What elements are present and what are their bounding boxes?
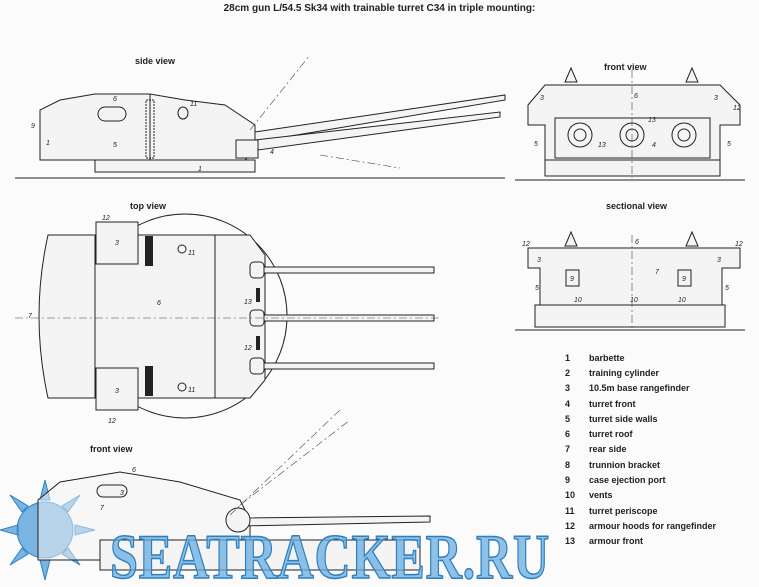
- watermark-text: SEATRACKER.RU: [110, 521, 550, 587]
- legend-item: 10 vents: [565, 488, 716, 503]
- legend-item: 6 turret roof: [565, 426, 716, 441]
- callout-12: 12: [735, 241, 743, 248]
- callout-9: 9: [682, 276, 686, 283]
- legend-item: 5 turret side walls: [565, 411, 716, 426]
- legend-text: armour hoods for rangefinder: [589, 520, 717, 531]
- legend-text: 10.5m base rangefinder: [589, 383, 690, 394]
- legend-text: armour front: [589, 536, 643, 547]
- front-view-label: front view: [604, 62, 647, 72]
- callout-6: 6: [634, 93, 638, 100]
- callout-9: 9: [31, 123, 35, 130]
- callout-12: 12: [244, 345, 252, 352]
- callout-1: 1: [46, 140, 50, 147]
- legend-item: 12 armour hoods for rangefinder: [565, 518, 716, 533]
- legend-number: 10: [565, 490, 576, 501]
- callout-12: 12: [733, 105, 741, 112]
- callout-12: 12: [522, 241, 530, 248]
- callout-10: 10: [630, 297, 638, 304]
- legend-text: turret side walls: [589, 413, 658, 424]
- top-view-label: top view: [130, 201, 167, 211]
- legend-number: 1: [565, 352, 571, 363]
- callout-5: 5: [113, 142, 117, 149]
- callout-7: 7: [100, 505, 105, 512]
- legend-number: 4: [565, 398, 571, 409]
- legend-number: 8: [565, 459, 571, 470]
- callout-5: 5: [725, 285, 729, 292]
- callout-10: 10: [574, 297, 582, 304]
- legend-item: 3 10.5m base rangefinder: [565, 381, 716, 396]
- top-view-drawing: 12 3 11 6 7 13 12 3 11 12: [15, 213, 440, 425]
- parts-legend: 1 barbette 2 training cylinder 3 10.5m base r…: [565, 350, 716, 549]
- legend-text: training cylinder: [589, 367, 660, 378]
- legend-number: 7: [565, 444, 571, 455]
- callout-11: 11: [188, 250, 195, 257]
- legend-text: case ejection port: [589, 475, 666, 486]
- callout-6: 6: [132, 467, 136, 474]
- callout-7: 7: [28, 313, 33, 320]
- side-view-label: side view: [135, 56, 176, 66]
- legend-number: 5: [565, 413, 571, 424]
- legend-item: 2 training cylinder: [565, 365, 716, 380]
- front-view-drawing: 3 6 3 12 13 5 13 4 5: [515, 66, 745, 181]
- legend-number: 11: [565, 505, 575, 516]
- callout-3: 3: [717, 257, 721, 264]
- sectional-view-label: sectional view: [606, 201, 668, 211]
- callout-5: 5: [727, 141, 731, 148]
- legend-item: 1 barbette: [565, 350, 716, 365]
- legend-text: turret front: [589, 398, 636, 409]
- callout-7: 7: [655, 269, 660, 276]
- callout-13: 13: [648, 117, 656, 124]
- legend-text: vents: [589, 490, 613, 501]
- legend-item: 13 armour front: [565, 534, 716, 549]
- legend-number: 13: [565, 536, 576, 547]
- legend-text: barbette: [589, 352, 625, 363]
- legend-item: 11 turret periscope: [565, 503, 716, 518]
- callout-10: 10: [678, 297, 686, 304]
- callout-9: 9: [570, 276, 574, 283]
- callout-3: 3: [540, 95, 544, 102]
- legend-text: rear side: [589, 444, 627, 455]
- legend-number: 9: [565, 475, 571, 486]
- callout-1b: 1: [198, 166, 202, 173]
- callout-4: 4: [270, 149, 274, 156]
- callout-6: 6: [635, 239, 639, 246]
- callout-12: 12: [102, 215, 110, 222]
- sectional-view-drawing: 12 6 12 3 3 7 9 9 5 5 10 10 10: [515, 230, 745, 331]
- legend-text: turret periscope: [589, 505, 658, 516]
- legend-item: 7 rear side: [565, 442, 716, 457]
- side-view-drawing: 6 11 9 1 5 4 1: [15, 54, 506, 179]
- legend-number: 3: [565, 383, 571, 394]
- callout-6: 6: [157, 300, 161, 307]
- front-view-bottom-label: front view: [90, 444, 133, 454]
- callout-13: 13: [244, 299, 252, 306]
- front-view-bottom-drawing: 6 3 7: [37, 409, 431, 571]
- callout-11: 11: [188, 387, 195, 394]
- legend-number: 12: [565, 520, 576, 531]
- legend-number: 6: [565, 429, 571, 440]
- callout-3: 3: [115, 240, 119, 247]
- callout-3: 3: [120, 490, 124, 497]
- page-title: 28cm gun L/54.5 Sk34 with trainable turr…: [223, 3, 536, 14]
- callout-12: 12: [108, 418, 116, 425]
- callout-11: 11: [190, 101, 197, 108]
- callout-3: 3: [537, 257, 541, 264]
- callout-4: 4: [652, 142, 656, 149]
- callout-3: 3: [115, 388, 119, 395]
- callout-5: 5: [534, 141, 538, 148]
- callout-3: 3: [714, 95, 718, 102]
- callout-13: 13: [598, 142, 606, 149]
- legend-item: 4 turret front: [565, 396, 716, 411]
- legend-number: 2: [565, 367, 571, 378]
- legend-text: turret roof: [589, 429, 633, 440]
- callout-6: 6: [113, 96, 117, 103]
- legend-text: trunnion bracket: [589, 459, 661, 470]
- legend-item: 8 trunnion bracket: [565, 457, 716, 472]
- callout-5: 5: [535, 285, 539, 292]
- legend-item: 9 case ejection port: [565, 472, 716, 487]
